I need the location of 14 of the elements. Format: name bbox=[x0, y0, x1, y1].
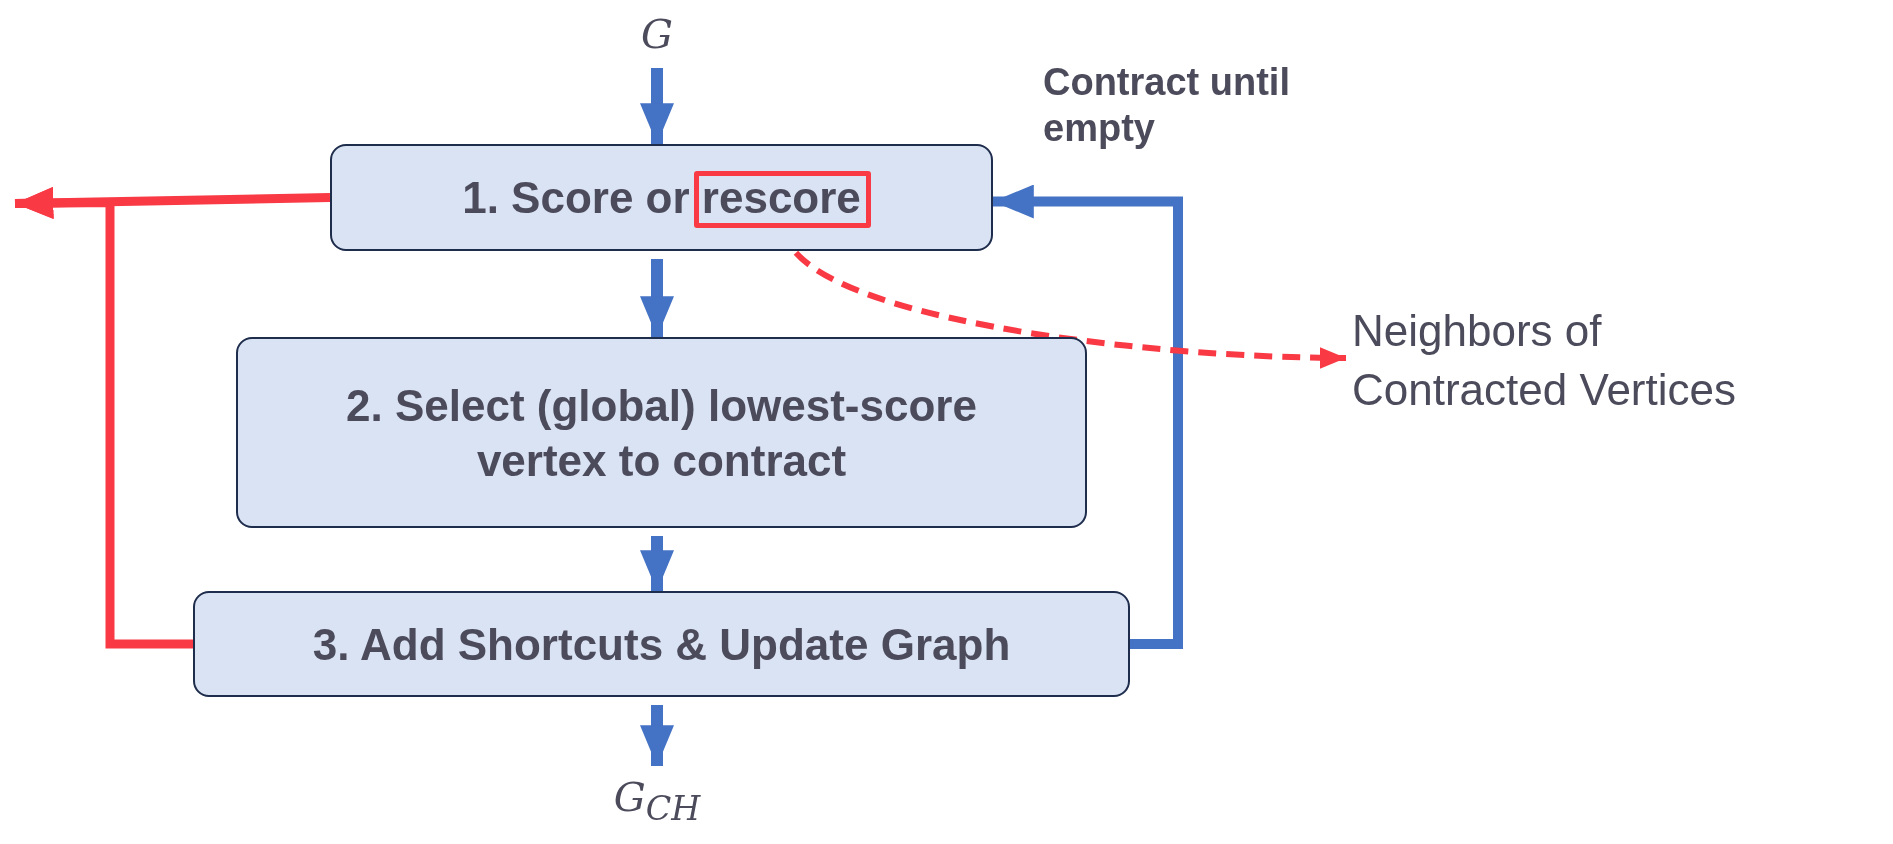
arrow bbox=[993, 184, 1183, 649]
output-arrow bbox=[14, 187, 193, 649]
arrow bbox=[640, 705, 674, 766]
process-box: 2. Select (global) lowest-score vertex to contract bbox=[236, 337, 1087, 528]
arrow bbox=[640, 259, 674, 337]
variable-label: G bbox=[641, 11, 673, 57]
process-box: 3. Add Shortcuts & Update Graph bbox=[193, 591, 1130, 697]
note-text: Neighbors of Contracted Vertices bbox=[1352, 290, 1792, 430]
process-box: 1. Score or rescore bbox=[330, 144, 993, 251]
arrow bbox=[640, 68, 674, 144]
arrow bbox=[640, 536, 674, 591]
loop-label: Contract until empty bbox=[1043, 60, 1291, 151]
highlight-box bbox=[693, 171, 871, 228]
variable-label: G$_{CH}$ bbox=[613, 774, 701, 828]
